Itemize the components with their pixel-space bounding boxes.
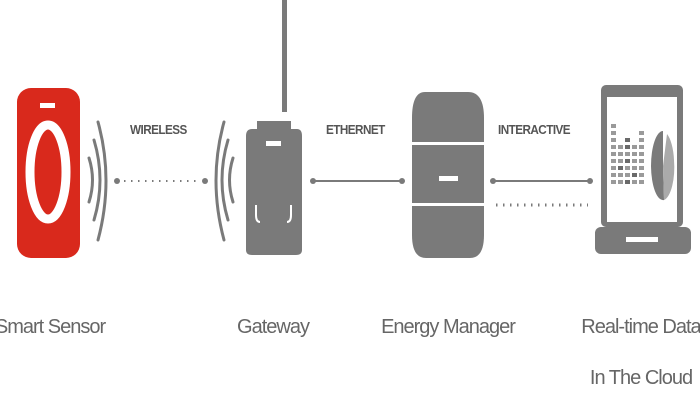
interactive-line [490,178,593,207]
energy-manager-icon [412,92,484,258]
ethernet-label: ETHERNET [326,122,385,137]
smart-sensor-label: Smart Sensor [0,316,106,338]
cloud-label-line1: Real-time Data [581,316,700,338]
laptop-cloud-icon [595,85,691,254]
cloud-label-line2: In The Cloud [589,367,693,389]
ethernet-line [310,178,405,184]
gateway-icon [246,0,302,255]
smart-sensor-icon [17,88,80,258]
wireless-label: WIRELESS [130,122,187,137]
energy-manager-label: Energy Manager [381,316,516,338]
wireless-signal-icon [214,120,235,242]
wireless-dotted-line [114,178,208,184]
gateway-label: Gateway [237,316,310,338]
interactive-label: INTERACTIVE [498,122,571,137]
wireless-signal-icon [87,120,108,242]
